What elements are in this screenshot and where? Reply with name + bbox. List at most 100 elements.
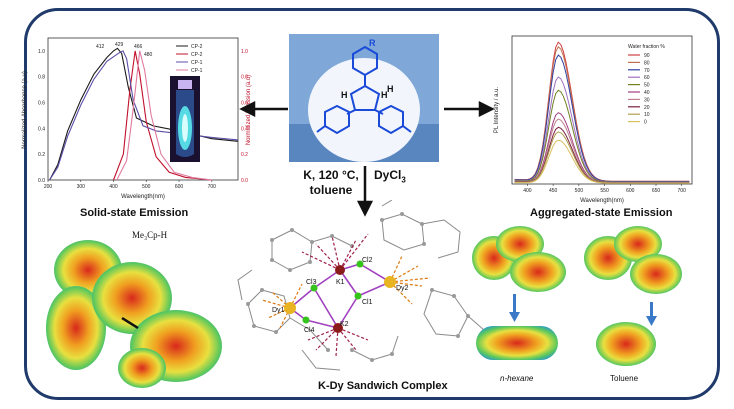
y-tick-label: 1.0 bbox=[38, 49, 45, 55]
x-tick-label: 600 bbox=[175, 184, 184, 190]
reaction-arrows bbox=[239, 100, 495, 217]
x-tick-label: 600 bbox=[626, 188, 635, 194]
legend-entry: 80 bbox=[644, 60, 650, 66]
x-tick-label: 700 bbox=[678, 188, 687, 194]
atom-label: Cl1 bbox=[362, 299, 373, 306]
y-tick-label: 0.2 bbox=[38, 152, 45, 158]
right-arrowhead bbox=[478, 100, 495, 118]
y2-tick-label: 1.0 bbox=[241, 49, 248, 55]
atom-label: K2 bbox=[340, 321, 349, 328]
legend-entry: 90 bbox=[644, 53, 650, 59]
ligand-atoms bbox=[246, 212, 470, 362]
legend-title: Water fraction % bbox=[628, 44, 665, 50]
metal-atoms bbox=[284, 260, 396, 333]
right-ylabel: PL Intensity / a.u. bbox=[494, 87, 500, 133]
k-atom bbox=[333, 323, 343, 333]
atom-label: Cl4 bbox=[304, 327, 315, 334]
legend-entry: 10 bbox=[644, 112, 650, 118]
condition-line-1: K, 120 °C, bbox=[303, 168, 359, 182]
y2-tick-label: 0.4 bbox=[241, 126, 248, 132]
molecule-bonds bbox=[316, 45, 412, 135]
pl-series-line bbox=[514, 139, 690, 184]
legend-entry: 20 bbox=[644, 105, 650, 111]
left-ylabel: Normalized Absorbance (a.u) bbox=[22, 71, 28, 149]
atom-label: Cl2 bbox=[362, 257, 373, 264]
coordination-bonds bbox=[261, 233, 431, 357]
reagent-text: DyCl bbox=[374, 168, 402, 182]
legend-entry: 40 bbox=[644, 90, 650, 96]
x-tick-label: 400 bbox=[109, 184, 118, 190]
complex-caption: K-Dy Sandwich Complex bbox=[318, 380, 448, 392]
x-tick-label: 650 bbox=[652, 188, 661, 194]
esp-surface-hexane bbox=[476, 326, 558, 360]
y-tick-label: 0.6 bbox=[38, 101, 45, 107]
cl-atom bbox=[310, 284, 318, 292]
cl-atom bbox=[356, 260, 364, 268]
atom-label: Dy2 bbox=[396, 285, 409, 292]
x-tick-label: 400 bbox=[523, 188, 532, 194]
hydrogen-label: H bbox=[341, 90, 348, 100]
series-line-emission bbox=[116, 50, 212, 181]
dy-atom bbox=[384, 276, 396, 288]
esp-surfaces-right bbox=[472, 226, 682, 366]
legend-entry: 70 bbox=[644, 68, 650, 74]
cl-atom bbox=[302, 316, 310, 324]
y2-tick-label: 0.2 bbox=[241, 152, 248, 158]
hexane-label: n-hexane bbox=[500, 374, 534, 383]
bond-marker bbox=[121, 316, 139, 330]
atom-label: Dy1 bbox=[272, 307, 285, 314]
cl-atom bbox=[354, 292, 362, 300]
dy-atom bbox=[284, 302, 296, 314]
left-arrowhead bbox=[239, 100, 256, 118]
outer-frame bbox=[24, 8, 720, 400]
legend-entry: 30 bbox=[644, 97, 650, 103]
left-xlabel: Wavelength(nm) bbox=[121, 194, 165, 200]
legend-entry: 60 bbox=[644, 75, 650, 81]
solid-state-caption: Solid-state Emission bbox=[80, 207, 189, 219]
x-tick-label: 450 bbox=[549, 188, 558, 194]
down-arrowhead bbox=[356, 200, 374, 217]
x-tick-label: 550 bbox=[600, 188, 609, 194]
x-tick-label: 200 bbox=[44, 184, 53, 190]
hydrogen-label: H bbox=[381, 90, 388, 100]
legend-entry: CP-2 bbox=[191, 44, 203, 50]
atom-label: Cl3 bbox=[306, 279, 317, 286]
legend-entry: CP-2 bbox=[191, 52, 203, 58]
y-tick-label: 0.8 bbox=[38, 75, 45, 81]
esp-surface-hexane-top bbox=[472, 226, 566, 292]
x-tick-label: 700 bbox=[208, 184, 217, 190]
x-tick-label: 300 bbox=[77, 184, 86, 190]
peak-label: 480 bbox=[144, 52, 153, 58]
x-tick-label: 500 bbox=[142, 184, 151, 190]
left-legend: CP-2 CP-2 CP-1 CP-1 bbox=[176, 44, 203, 74]
y2-tick-label: 0.6 bbox=[241, 101, 248, 107]
hydrogen-label: H bbox=[387, 84, 394, 94]
right-xlabel: Wavelength(nm) bbox=[580, 198, 624, 204]
peak-label: 429 bbox=[115, 42, 124, 48]
atom-label: K1 bbox=[336, 279, 345, 286]
y-tick-label: 0.0 bbox=[38, 178, 45, 184]
downward-arrows bbox=[509, 294, 657, 326]
y2-tick-label: 0.8 bbox=[241, 75, 248, 81]
esp-left-label: Me₃Cp-H bbox=[132, 230, 168, 240]
esp-lobes bbox=[46, 240, 222, 388]
legend-entry: 50 bbox=[644, 83, 650, 89]
reaction-conditions: K, 120 °C, toluene bbox=[296, 168, 366, 198]
esp-surface-left: Me₃Cp-H bbox=[46, 230, 222, 388]
molecule-structure: R H H H bbox=[289, 34, 439, 162]
peak-label: 412 bbox=[96, 44, 105, 50]
reagent-subscript: 3 bbox=[401, 175, 406, 185]
esp-surface-toluene bbox=[596, 322, 656, 366]
vial-photo bbox=[170, 76, 200, 162]
ligand-frameworks bbox=[237, 200, 485, 371]
toluene-label: Toluene bbox=[610, 374, 639, 383]
series-line-emission bbox=[113, 50, 212, 181]
x-tick-label: 500 bbox=[575, 188, 584, 194]
legend-entry: 0 bbox=[644, 120, 647, 126]
r-group-label: R bbox=[369, 38, 376, 48]
esp-surface-toluene-top bbox=[584, 226, 682, 294]
crystal-structure: K1 K2 Dy1 Dy2 Cl1 Cl2 Cl3 Cl4 bbox=[237, 200, 485, 371]
y-tick-label: 0.4 bbox=[38, 126, 45, 132]
